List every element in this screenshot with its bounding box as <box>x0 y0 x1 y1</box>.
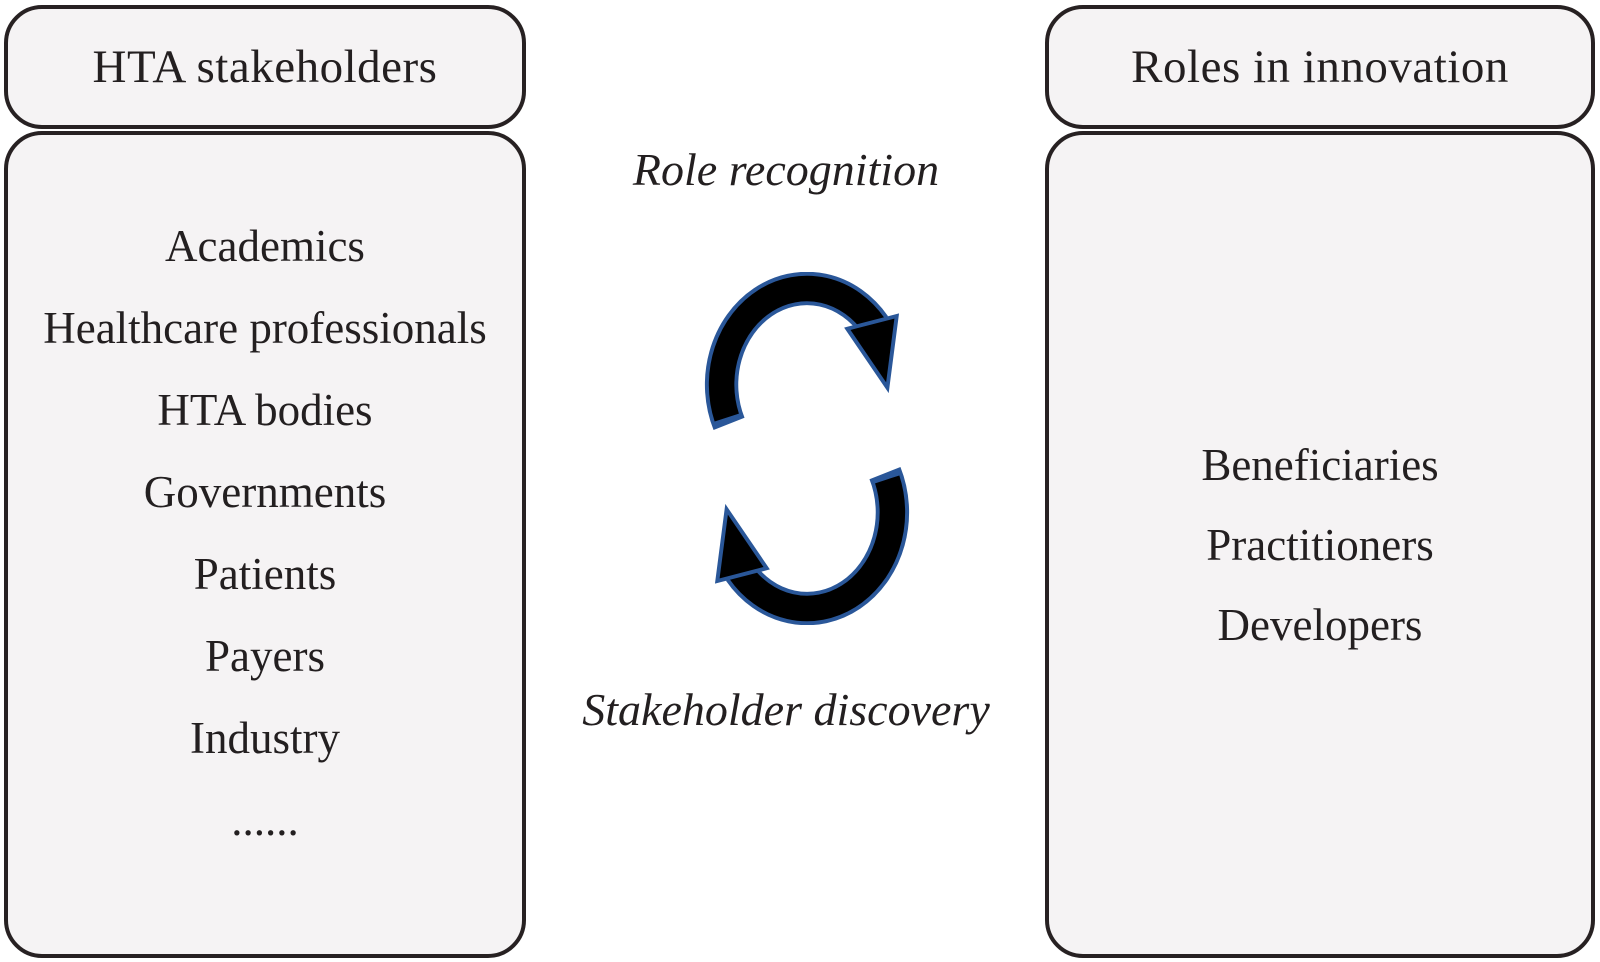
list-item: Patients <box>193 549 337 599</box>
left-panel-body: Academics Healthcare professionals HTA b… <box>4 131 526 958</box>
right-panel-header: Roles in innovation <box>1045 5 1595 129</box>
role-recognition-label: Role recognition <box>632 144 940 195</box>
list-item: Governments <box>143 467 387 517</box>
list-item-ellipsis: ...... <box>231 795 299 845</box>
cycle-bottom-arrow <box>714 466 910 625</box>
stakeholder-discovery-label: Stakeholder discovery <box>582 684 990 735</box>
list-item: Beneficiaries <box>1201 439 1439 490</box>
left-panel-title: HTA stakeholders <box>92 41 438 93</box>
stakeholder-list: Academics Healthcare professionals HTA b… <box>8 135 522 954</box>
list-item: HTA bodies <box>157 385 373 435</box>
list-item: Payers <box>205 631 325 681</box>
cycle-arrows-icon <box>704 272 910 625</box>
cycle-top-arrow <box>704 272 900 431</box>
list-item: Developers <box>1217 599 1423 650</box>
list-item: Practitioners <box>1206 519 1434 570</box>
right-panel-body: Beneficiaries Practitioners Developers <box>1045 131 1595 958</box>
list-item: Academics <box>165 221 365 271</box>
list-item: Healthcare professionals <box>43 303 487 353</box>
roles-list: Beneficiaries Practitioners Developers <box>1049 135 1591 954</box>
list-item: Industry <box>190 713 340 763</box>
left-panel-header: HTA stakeholders <box>4 5 526 129</box>
right-panel-title: Roles in innovation <box>1131 41 1509 93</box>
